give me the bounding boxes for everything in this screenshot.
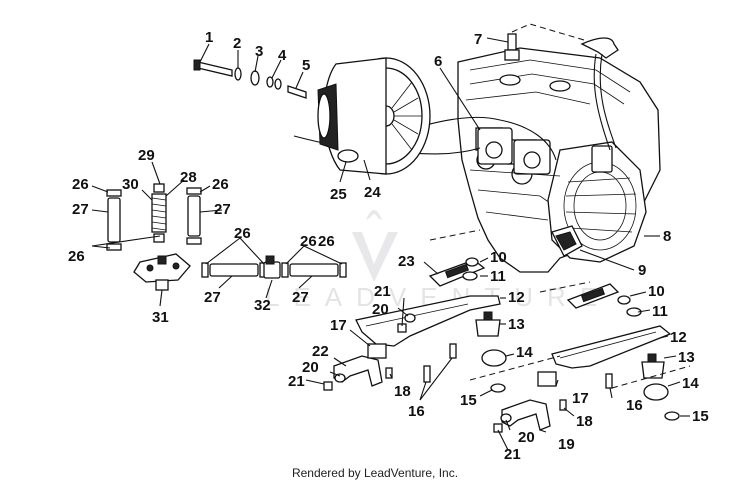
- callout-17b: 17: [572, 390, 589, 407]
- callout-18b: 18: [576, 413, 593, 430]
- callout-11a: 11: [490, 268, 506, 285]
- callout-32: 32: [254, 297, 271, 314]
- callout-18a: 18: [394, 383, 411, 400]
- callout-7: 7: [474, 31, 482, 48]
- callout-15b: 15: [692, 408, 709, 425]
- leader-lines: [91, 37, 690, 451]
- callout-26f: 26: [318, 233, 335, 250]
- callout-12a: 12: [508, 289, 525, 306]
- callout-24: 24: [364, 184, 381, 201]
- motor-mount-front: [355, 257, 507, 393]
- callout-3: 3: [255, 43, 263, 60]
- callout-6: 6: [434, 53, 442, 70]
- callout-13b: 13: [678, 349, 695, 366]
- callout-28: 28: [180, 169, 197, 186]
- callout-19: 19: [558, 436, 575, 453]
- callout-13a: 13: [508, 316, 525, 333]
- callout-10a: 10: [490, 249, 507, 266]
- callout-5: 5: [302, 57, 310, 74]
- callout-1: 1: [205, 29, 213, 46]
- callout-11b: 11: [652, 303, 668, 320]
- callout-12b: 12: [670, 329, 687, 346]
- render-credit: Rendered by LeadVenture, Inc.: [291, 466, 459, 480]
- callout-10b: 10: [648, 283, 665, 300]
- drive-clutch: [317, 57, 431, 175]
- callout-25: 25: [330, 186, 347, 203]
- callout-14a: 14: [516, 344, 533, 361]
- callout-21c: 21: [504, 446, 521, 463]
- carburetors: [469, 127, 561, 177]
- callout-27b: 27: [214, 201, 231, 218]
- callout-21a: 21: [374, 283, 391, 300]
- callout-26d: 26: [234, 225, 251, 242]
- callout-31: 31: [152, 309, 169, 326]
- callout-16a: 16: [408, 403, 425, 420]
- callout-29: 29: [138, 147, 155, 164]
- callout-26c: 26: [68, 248, 85, 265]
- callout-26e: 26: [300, 233, 317, 250]
- motor-mount-rear: [551, 283, 680, 421]
- callout-labels: 1 2 3 4 5 6 7 8 9 10 10 11 11 12 12 13 1…: [68, 29, 709, 463]
- callout-23: 23: [398, 253, 415, 270]
- callout-30: 30: [122, 176, 139, 193]
- callout-22: 22: [312, 343, 329, 360]
- callout-15a: 15: [460, 392, 477, 409]
- callout-14b: 14: [682, 375, 699, 392]
- callout-16b: 16: [626, 397, 643, 414]
- callout-20c: 20: [518, 429, 535, 446]
- clutch-bolt-assembly: [193, 59, 307, 99]
- callout-20a: 20: [372, 301, 389, 318]
- hose-clamp: [337, 149, 359, 163]
- callout-8: 8: [663, 228, 671, 245]
- mount-bracket-left: [323, 343, 393, 391]
- watermark-logo: [352, 210, 398, 282]
- callout-27a: 27: [72, 201, 89, 218]
- spark-plug: [504, 33, 520, 61]
- callout-27c: 27: [204, 289, 221, 306]
- callout-21b: 21: [288, 373, 305, 390]
- callout-27d: 27: [292, 289, 309, 306]
- callout-20b: 20: [302, 359, 319, 376]
- callout-17a: 17: [330, 317, 347, 334]
- callout-9: 9: [638, 262, 646, 279]
- callout-4: 4: [278, 47, 287, 64]
- callout-2: 2: [233, 35, 241, 52]
- mount-bracket-right: [493, 371, 567, 433]
- callout-26b: 26: [212, 176, 229, 193]
- fuel-system: [106, 183, 347, 291]
- callout-26a: 26: [72, 176, 89, 193]
